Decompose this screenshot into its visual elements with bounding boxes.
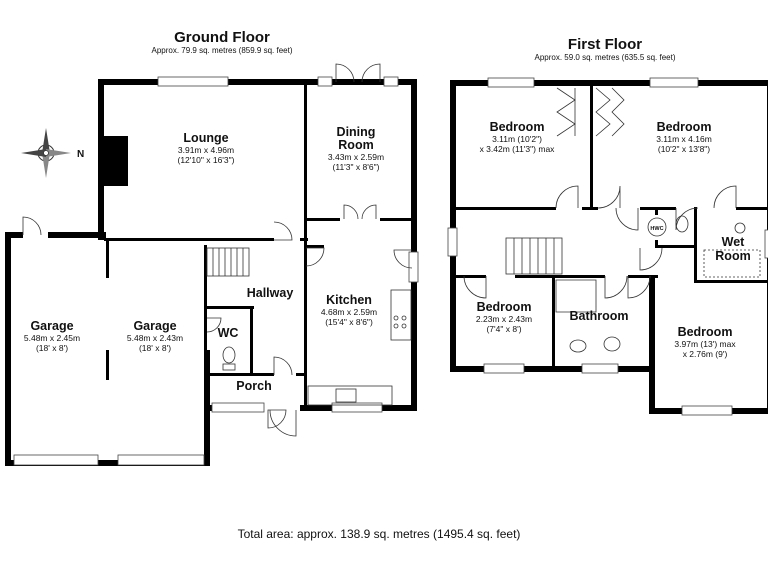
bedroom-1-label: Bedroom (490, 120, 545, 134)
first-floor-title: First Floor (568, 36, 642, 53)
garage-2-dim-imperial: (18' x 8') (139, 343, 171, 353)
dining-room-label-1: Dining (337, 125, 376, 139)
total-area-label: Total area: approx. 138.9 sq. metres (14… (238, 527, 521, 541)
ground-floor-area: Approx. 79.9 sq. metres (859.9 sq. feet) (152, 46, 293, 55)
bedroom-4-dim-imperial: x 2.76m (9') (683, 349, 728, 359)
bedroom-2-dim-metric: 3.11m x 4.16m (656, 134, 712, 144)
garage-1-dim-imperial: (18' x 8') (36, 343, 68, 353)
bedroom-3-label: Bedroom (477, 300, 532, 314)
garage-1-label: Garage (30, 319, 73, 333)
compass-icon (21, 128, 71, 178)
dining-room-dim-imperial: (11'3" x 8'6") (333, 162, 380, 172)
bedroom-4-dim-metric: 3.97m (13') max (674, 339, 736, 349)
ground-floor-doors (22, 63, 413, 437)
bedroom-2-dim-imperial: (10'2" x 13'8") (658, 144, 710, 154)
garage-2-dim-metric: 5.48m x 2.43m (127, 333, 183, 343)
bathroom-label: Bathroom (569, 309, 628, 323)
kitchen-dim-metric: 4.68m x 2.59m (321, 307, 377, 317)
first-floor-windows (447, 77, 768, 416)
dining-room-label-2: Room (338, 138, 373, 152)
bedroom-1-dim-metric: 3.11m (10'2") (492, 134, 542, 144)
bedroom-3-dim-metric: 2.23m x 2.43m (476, 314, 532, 324)
bedroom-4-label: Bedroom (678, 325, 733, 339)
lounge-dim-imperial: (12'10" x 16'3") (177, 155, 234, 165)
porch-label: Porch (236, 379, 271, 393)
first-floor-area: Approx. 59.0 sq. metres (635.5 sq. feet) (535, 53, 676, 62)
wet-room-label-2: Room (715, 249, 750, 263)
bedroom-3-dim-imperial: (7'4" x 8') (486, 324, 521, 334)
kitchen-label: Kitchen (326, 293, 372, 307)
lounge-label: Lounge (183, 131, 228, 145)
garage-2-label: Garage (133, 319, 176, 333)
ground-floor-windows (13, 76, 419, 466)
wet-room-label-1: Wet (722, 235, 746, 249)
bedroom-1-dim-imperial: x 3.42m (11'3") max (480, 144, 556, 154)
first-floor-fixtures (463, 87, 761, 353)
compass-north-label: N (77, 149, 84, 160)
ground-floor-title: Ground Floor (174, 29, 270, 46)
hallway-label: Hallway (247, 286, 294, 300)
lounge-dim-metric: 3.91m x 4.96m (178, 145, 234, 155)
bedroom-2-label: Bedroom (657, 120, 712, 134)
garage-1-dim-metric: 5.48m x 2.45m (24, 333, 80, 343)
dining-room-dim-metric: 3.43m x 2.59m (328, 152, 384, 162)
kitchen-dim-imperial: (15'4" x 8'6") (325, 317, 373, 327)
hwc-label: HWC (650, 226, 663, 232)
wc-label: WC (218, 326, 239, 340)
